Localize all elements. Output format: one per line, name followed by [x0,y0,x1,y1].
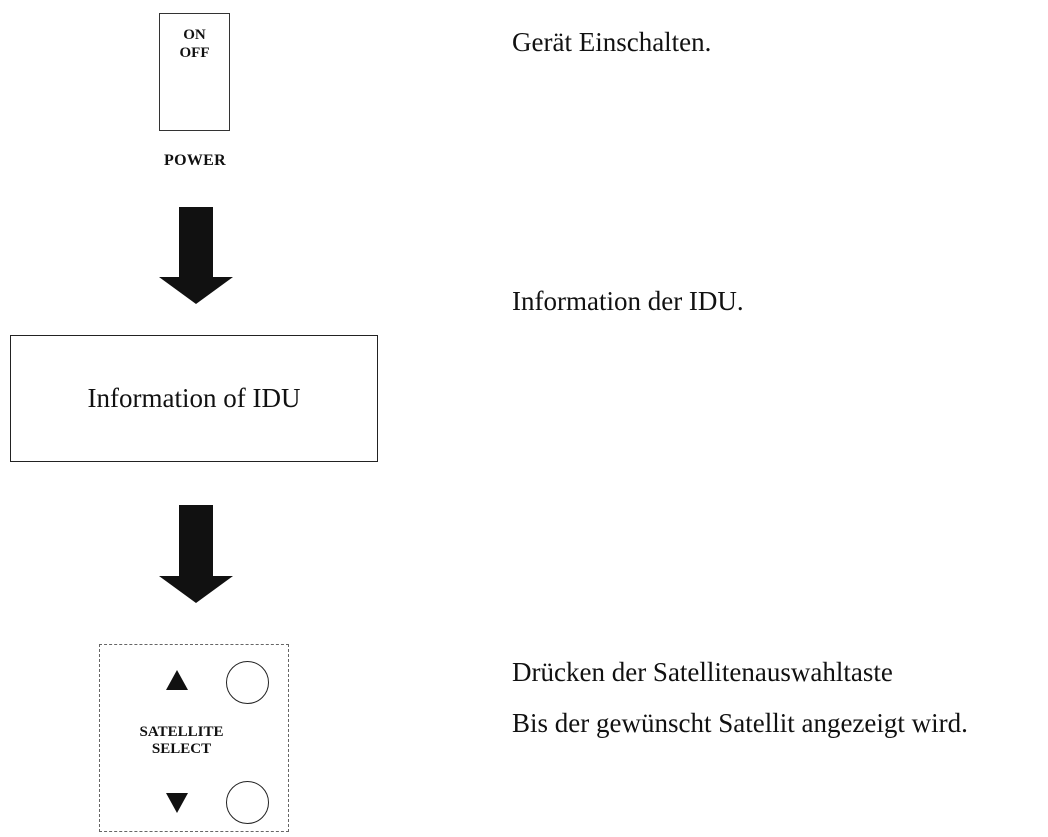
satellite-down-button[interactable] [226,781,269,824]
satellite-select-label: SATELLITE SELECT [100,724,263,758]
power-switch[interactable]: ON OFF [159,13,230,131]
power-on-label: ON [183,27,206,43]
down-arrow-icon [159,505,233,603]
power-off-label: OFF [179,45,210,61]
description-idu-info: Information der IDU. [512,286,744,316]
power-caption: POWER [164,152,226,169]
triangle-up-icon [166,670,188,690]
idu-information-box: Information of IDU [10,335,378,462]
description-until-satellite-shown: Bis der gewünscht Satellit angezeigt wir… [512,708,968,738]
idu-information-label: Information of IDU [87,383,301,413]
description-press-satellite-key: Drücken der Satellitenauswahltaste [512,657,893,687]
satellite-label-line1: SATELLITE [139,724,224,740]
down-arrow-icon [159,207,233,304]
satellite-label-line2: SELECT [151,741,212,757]
triangle-down-icon [166,793,188,813]
satellite-select-panel: SATELLITE SELECT [99,644,289,832]
satellite-up-button[interactable] [226,661,269,704]
description-power-on: Gerät Einschalten. [512,27,712,57]
